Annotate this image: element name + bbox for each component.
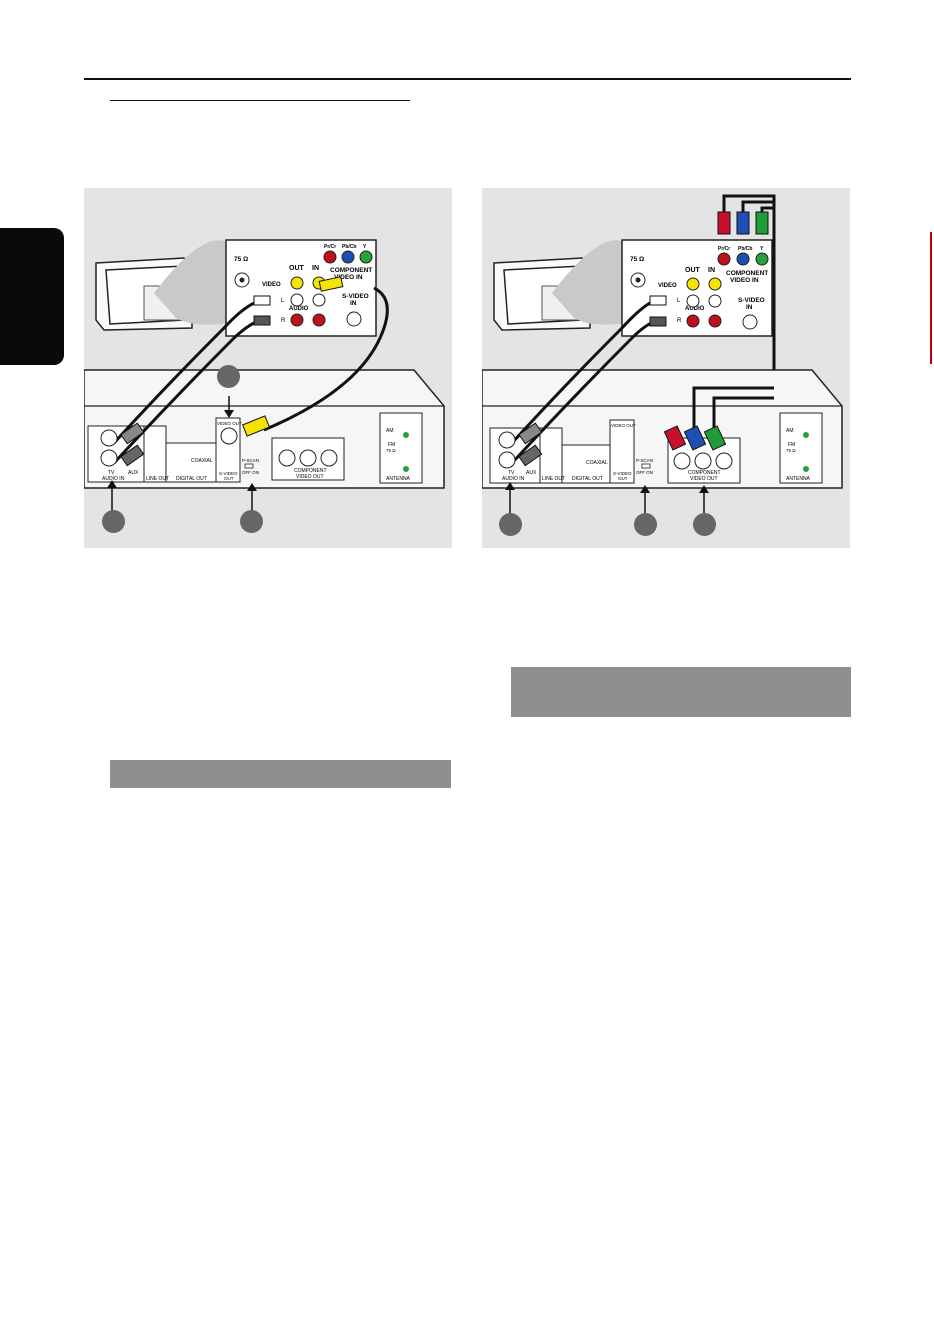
- player-am-label: AM: [386, 428, 394, 434]
- tv-in-label: IN: [708, 267, 715, 274]
- player-fm-ohm-label: 75 Ω: [786, 448, 796, 453]
- player-pscan-label: P-SCAN: [242, 458, 259, 463]
- tv-impedance-label: 75 Ω: [630, 256, 644, 263]
- note-bar-right: [511, 667, 851, 717]
- svideo-jack-icon: [346, 311, 362, 327]
- tv-right-label: R: [677, 318, 682, 324]
- player-audio-in-label: AUDIO IN: [502, 476, 525, 482]
- player-fm-label: FM: [388, 442, 395, 448]
- tv-pr-label: Pr/Cr: [324, 244, 336, 250]
- rca-plug-icon: [717, 211, 769, 235]
- player-component-label-1: COMPONENT: [688, 470, 721, 476]
- player-line-out-label: LINE OUT: [146, 476, 169, 482]
- player-component-label-1: COMPONENT: [294, 468, 327, 474]
- tv-component-label-1: COMPONENT: [330, 267, 372, 274]
- tv-pb-label: Pb/Cb: [738, 246, 752, 252]
- player-svideo-out-label-2: OUT: [224, 476, 234, 481]
- player-video-out-label: VIDEO OUT: [217, 421, 242, 426]
- player-pscan-label: P-SCAN: [636, 458, 653, 463]
- player-tv-label: TV: [108, 470, 115, 476]
- tv-right-label: R: [281, 318, 286, 324]
- tv-impedance-label: 75 Ω: [234, 256, 248, 263]
- tv-video-label: VIDEO: [262, 282, 281, 288]
- tv-audio-label: AUDIO: [289, 306, 309, 312]
- tv-out-label: OUT: [289, 265, 305, 272]
- header-rule: [84, 78, 851, 80]
- player-video-out-label: VIDEO OUT: [611, 423, 636, 428]
- player-digital-out-label: DIGITAL OUT: [176, 476, 207, 482]
- diagram-composite-svg: 75 Ω OUT IN VIDEO AUDIO L R Pr/Cr Pb/Cb …: [83, 239, 445, 513]
- tv-left-label: L: [677, 298, 681, 304]
- player-audio-in-label: AUDIO IN: [102, 476, 125, 482]
- rca-plug-icon: [498, 295, 733, 470]
- player-tv-label: TV: [508, 470, 515, 476]
- player-component-label-2: VIDEO OUT: [690, 476, 718, 482]
- margin-marker: [930, 232, 932, 364]
- step-marker: [102, 510, 125, 533]
- tv-svideo-label-2: IN: [746, 304, 753, 311]
- player-aux-label: AUX: [128, 470, 139, 476]
- player-fm-ohm-label: 75 Ω: [386, 448, 396, 453]
- step-marker: [240, 510, 263, 533]
- player-antenna-label: ANTENNA: [386, 476, 411, 482]
- tv-component-label-2: VIDEO IN: [730, 277, 759, 284]
- player-svideo-out-label-1: S-VIDEO: [613, 471, 632, 476]
- tv-out-label: OUT: [685, 267, 701, 274]
- tv-video-label: VIDEO: [658, 283, 677, 289]
- player-digital-out-label: DIGITAL OUT: [572, 476, 603, 482]
- tv-y-label: Y: [760, 246, 764, 252]
- tv-component-label-1: COMPONENT: [726, 270, 768, 277]
- tv-svideo-label-2: IN: [350, 300, 357, 307]
- step-marker: [217, 365, 240, 388]
- tv-audio-label: AUDIO: [685, 306, 705, 312]
- player-coaxial-label: COAXIAL: [586, 460, 608, 466]
- player-svideo-out-label-2: OUT: [618, 476, 628, 481]
- player-component-label-2: VIDEO OUT: [296, 474, 324, 480]
- player-line-out-label: LINE OUT: [542, 476, 565, 482]
- player-fm-label: FM: [788, 442, 795, 448]
- step-marker: [499, 513, 522, 536]
- tv-y-label: Y: [363, 244, 367, 250]
- player-coaxial-label: COAXIAL: [191, 458, 213, 464]
- tv-left-label: L: [281, 298, 285, 304]
- player-off-on-label: OFF ON: [636, 470, 653, 475]
- player-off-on-label: OFF ON: [242, 470, 259, 475]
- language-side-tab: [0, 228, 64, 365]
- tv-in-label: IN: [312, 265, 319, 272]
- player-svideo-out-label-1: S-VIDEO: [219, 471, 238, 476]
- diagram-component-svg: 75 Ω OUT IN VIDEO AUDIO L R Pr/Cr Pb/Cb …: [481, 194, 843, 513]
- diagram-composite-connection: 75 Ω OUT IN VIDEO AUDIO L R Pr/Cr Pb/Cb …: [83, 188, 452, 548]
- player-aux-label: AUX: [526, 470, 537, 476]
- rca-plug-icon: [100, 276, 344, 467]
- section-title-rule: [110, 100, 410, 101]
- player-antenna-label: ANTENNA: [786, 476, 811, 482]
- tv-pb-label: Pb/Cb: [342, 244, 356, 250]
- tv-component-label-2: VIDEO IN: [334, 274, 363, 281]
- note-bar-left: [110, 760, 451, 788]
- tv-svideo-label-1: S-VIDEO: [342, 293, 369, 300]
- step-marker: [693, 513, 716, 536]
- diagram-component-connection: 75 Ω OUT IN VIDEO AUDIO L R Pr/Cr Pb/Cb …: [481, 188, 850, 548]
- tv-svideo-label-1: S-VIDEO: [738, 297, 765, 304]
- tv-pr-label: Pr/Cr: [718, 246, 730, 252]
- step-marker: [634, 513, 657, 536]
- player-am-label: AM: [786, 428, 794, 434]
- svideo-jack-icon: [742, 314, 758, 330]
